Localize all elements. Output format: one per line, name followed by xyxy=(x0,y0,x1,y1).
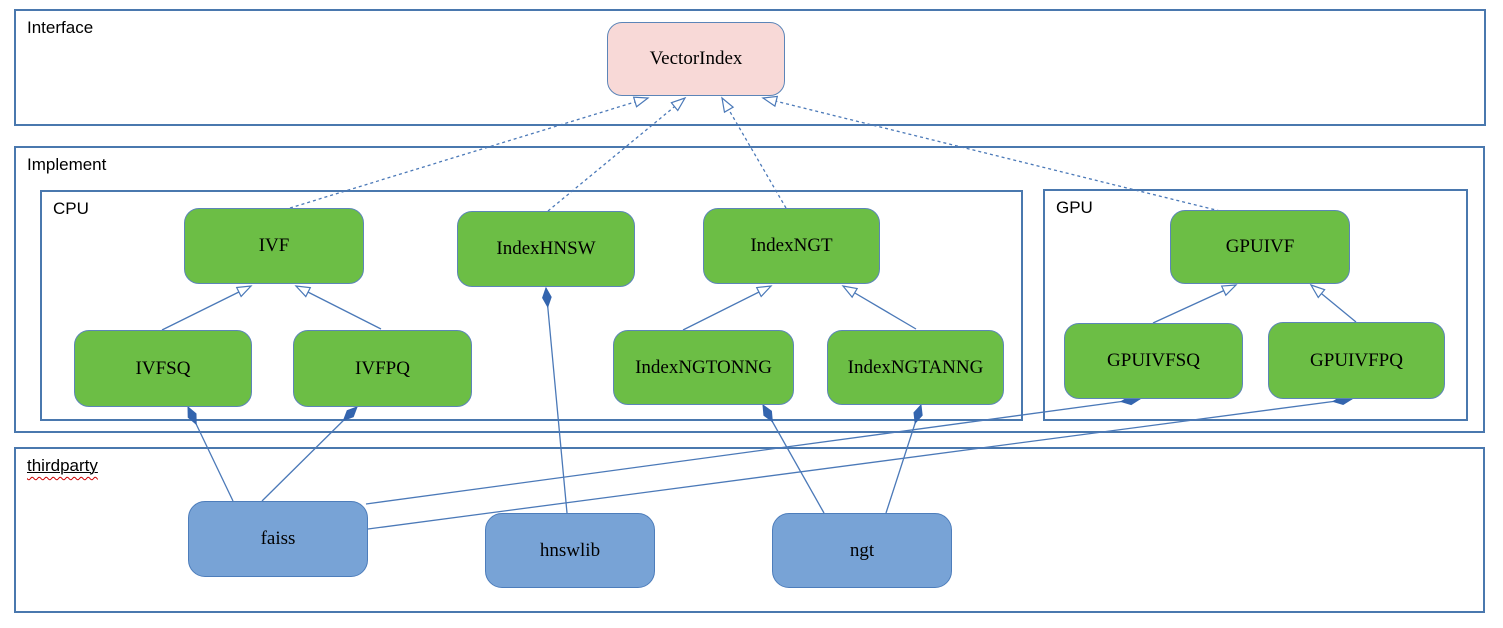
node-ngt: ngt xyxy=(772,513,952,588)
edge-gpuivfpq-gpuivf-generalization xyxy=(1309,283,1357,323)
edge-indexngtanng-indexngt-generalization xyxy=(841,285,917,330)
edge-gpuivfsq-gpuivf-generalization xyxy=(1152,284,1238,324)
node-label-indexhnsw: IndexHNSW xyxy=(496,238,596,259)
node-label-hnswlib: hnswlib xyxy=(539,539,601,561)
node-label-gpuivfsq: GPUIVFSQ xyxy=(1107,350,1200,371)
container-thirdparty: thirdparty xyxy=(14,447,1485,613)
edge-gpuivf-vectorindex-realization xyxy=(761,95,1221,212)
container-label-cpu: CPU xyxy=(53,199,89,218)
node-label-ivf: IVF xyxy=(258,235,290,256)
edge-gpuivfpq-faiss-composition xyxy=(367,399,1352,530)
edge-ivf-vectorindex-realization xyxy=(289,96,650,209)
edge-indexhnsw-vectorindex-realization xyxy=(547,96,687,212)
node-gpuivf: GPUIVF xyxy=(1170,210,1350,284)
edge-ivfpq-faiss-composition xyxy=(261,407,357,502)
node-label-indexngtonng: IndexNGTONNG xyxy=(635,356,772,378)
node-faiss: faiss xyxy=(188,501,368,577)
edge-ivfsq-faiss-composition xyxy=(187,407,234,502)
node-hnswlib: hnswlib xyxy=(485,513,655,588)
container-interface: Interface xyxy=(14,9,1486,126)
container-cpu: CPU xyxy=(40,190,1023,421)
node-label-indexngt: IndexNGT xyxy=(750,235,833,256)
node-label-faiss: faiss xyxy=(260,528,296,549)
node-ivfsq: IVFSQ xyxy=(74,330,252,407)
edge-indexngtonng-indexngt-generalization xyxy=(682,285,773,331)
container-label-implement: Implement xyxy=(27,155,107,174)
container-implement: Implement xyxy=(14,146,1485,433)
edge-ivfsq-ivf-generalization xyxy=(161,285,253,331)
node-indexngtanng: IndexNGTANNG xyxy=(827,330,1004,405)
edge-indexngtanng-ngt-composition xyxy=(885,405,921,514)
edge-indexngtonng-ngt-composition xyxy=(763,405,825,514)
container-label-interface: Interface xyxy=(27,18,94,37)
node-indexngt: IndexNGT xyxy=(703,208,880,284)
node-gpuivfpq: GPUIVFPQ xyxy=(1268,322,1445,399)
node-ivfpq: IVFPQ xyxy=(293,330,472,407)
node-label-gpuivf: GPUIVF xyxy=(1225,236,1295,257)
node-indexhnsw: IndexHNSW xyxy=(457,211,635,287)
node-label-ivfpq: IVFPQ xyxy=(355,357,410,379)
node-vectorindex: VectorIndex xyxy=(607,22,785,96)
node-ivf: IVF xyxy=(184,208,364,284)
node-label-vectorindex: VectorIndex xyxy=(649,48,743,69)
edge-ivfpq-ivf-generalization xyxy=(294,285,382,330)
node-label-ivfsq: IVFSQ xyxy=(135,357,191,379)
container-label-thirdparty: thirdparty xyxy=(27,456,98,475)
node-label-indexngtanng: IndexNGTANNG xyxy=(847,356,984,378)
node-gpuivfsq: GPUIVFSQ xyxy=(1064,323,1243,399)
container-gpu: GPU xyxy=(1043,189,1468,421)
edge-gpuivfsq-faiss-composition xyxy=(365,399,1140,505)
container-label-gpu: GPU xyxy=(1056,198,1093,217)
node-indexngtonng: IndexNGTONNG xyxy=(613,330,794,405)
edge-indexhnsw-hnswlib-composition xyxy=(546,288,568,514)
edge-indexngt-vectorindex-realization xyxy=(721,96,787,209)
node-label-gpuivfpq: GPUIVFPQ xyxy=(1310,349,1403,371)
node-label-ngt: ngt xyxy=(849,539,875,561)
